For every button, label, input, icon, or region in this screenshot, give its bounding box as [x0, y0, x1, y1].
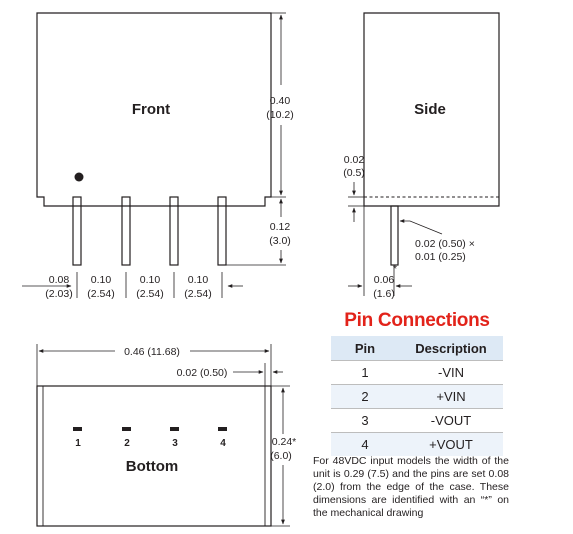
front-pin-2	[121, 196, 131, 266]
side-pin	[390, 205, 399, 266]
front-view-label: Front	[132, 101, 170, 118]
description-cell: -VIN	[399, 360, 503, 385]
pin-connections-title: Pin Connections	[344, 310, 490, 331]
side-view-label: Side	[414, 101, 446, 118]
table-row: 2 +VIN	[331, 384, 503, 409]
front-case-outline	[36, 12, 272, 207]
bottom-view-label: Bottom	[126, 458, 179, 475]
pin-cell: 2	[331, 384, 399, 409]
pin-connections-table: Pin Description 1 -VIN 2 +VIN 3 -VOUT 4 …	[331, 336, 503, 456]
pitch-1-in: 0.08	[49, 274, 70, 286]
bottom-pin-number-2: 2	[124, 438, 130, 449]
pitch-4-mm: (2.54)	[184, 288, 211, 300]
pin-cell: 3	[331, 408, 399, 433]
pin-cell: 1	[331, 360, 399, 385]
pitch-2-in: 0.10	[91, 274, 112, 286]
side-pin-size-line2: 0.01 (0.25)	[415, 251, 466, 263]
pin-connections-panel: Pin Connections Pin Description 1 -VIN 2…	[331, 310, 503, 456]
front-pin-4	[217, 196, 227, 266]
front-height-mm: (10.2)	[266, 109, 293, 121]
table-row: 3 -VOUT	[331, 408, 503, 433]
pitch-1-mm: (2.03)	[45, 288, 72, 300]
pin-size-leader	[399, 219, 443, 235]
bottom-view	[36, 344, 290, 527]
bottom-pin-pad-3	[170, 427, 179, 431]
front-pinlen-mm: (3.0)	[269, 235, 291, 247]
side-star: *	[393, 263, 397, 275]
table-header-row: Pin Description	[331, 336, 503, 361]
side-case-outline	[363, 12, 500, 207]
bottom-edge-dim: 0.02 (0.50)	[177, 367, 228, 379]
bottom-pin-number-1: 1	[75, 438, 81, 449]
bottom-pin-pad-1	[73, 427, 82, 431]
bottom-depth-mm: (6.0)	[270, 450, 292, 462]
footnote-48vdc: For 48VDC input models the width of the …	[313, 455, 509, 519]
bottom-width-dim: 0.46 (11.68)	[124, 346, 180, 358]
bottom-pin-number-4: 4	[220, 438, 226, 449]
front-pin-3	[169, 196, 179, 266]
table-row: 4 +VOUT	[331, 432, 503, 456]
pitch-3-in: 0.10	[140, 274, 161, 286]
bottom-pin-pad-2	[122, 427, 131, 431]
side-pin-offset-mm: (1.6)	[373, 288, 395, 300]
pin1-marker-dot	[74, 172, 84, 182]
side-pin-size-line1: 0.02 (0.50) ×	[415, 238, 475, 250]
description-cell: -VOUT	[399, 408, 503, 433]
front-view	[22, 12, 286, 298]
pitch-4-in: 0.10	[188, 274, 209, 286]
bottom-pin-pad-4	[218, 427, 227, 431]
front-height-in: 0.40	[270, 95, 291, 107]
pitch-3-mm: (2.54)	[136, 288, 163, 300]
bottom-case-outline	[36, 385, 272, 527]
bottom-pin-number-3: 3	[172, 438, 178, 449]
description-cell: +VOUT	[399, 432, 503, 456]
side-view	[348, 12, 500, 296]
bottom-depth-in: 0.24*	[272, 436, 297, 448]
pitch-2-mm: (2.54)	[87, 288, 114, 300]
header-pin: Pin	[331, 336, 399, 361]
description-cell: +VIN	[399, 384, 503, 409]
header-description: Description	[399, 336, 503, 361]
side-pin-offset-in: 0.06	[374, 274, 395, 286]
side-offset-in: 0.02	[344, 154, 365, 166]
pin-cell: 4	[331, 432, 399, 456]
table-row: 1 -VIN	[331, 360, 503, 385]
side-offset-mm: (0.5)	[343, 167, 365, 179]
front-pin-1	[72, 196, 82, 266]
front-pinlen-in: 0.12	[270, 221, 291, 233]
